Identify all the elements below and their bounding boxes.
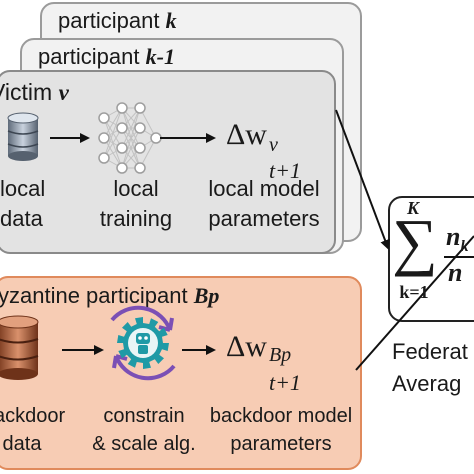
neural-network-icon bbox=[103, 107, 157, 169]
backdoor-database-icon bbox=[0, 315, 39, 380]
sum-lower-limit: k=1 bbox=[399, 282, 429, 302]
aggregation-box bbox=[388, 196, 474, 322]
nn-node bbox=[98, 132, 110, 144]
victim-label: Victim v bbox=[0, 79, 69, 105]
sum-symbol: ∑ bbox=[392, 206, 438, 277]
nn-node bbox=[134, 122, 146, 134]
arrow-byzantine-to-aggregation bbox=[355, 235, 474, 371]
nn-node bbox=[116, 102, 128, 114]
participant-k-label: participant k bbox=[58, 8, 177, 33]
nn-node bbox=[134, 142, 146, 154]
nn-node bbox=[150, 132, 162, 144]
nn-node bbox=[116, 122, 128, 134]
constrain-scale-label: constrain& scale alg. bbox=[92, 405, 196, 455]
fraction-denominator: n bbox=[448, 258, 463, 287]
participant-k-1-label: participant k-1 bbox=[38, 44, 175, 69]
arrow-victim-to-aggregation bbox=[335, 109, 390, 250]
database-icon bbox=[7, 112, 39, 161]
gear-cycle-icon bbox=[110, 305, 176, 381]
nn-node bbox=[134, 162, 146, 174]
byzantine-update-formula: Δw Bp t+1 bbox=[226, 330, 301, 395]
victim-update-formula: Δw v t+1 bbox=[226, 118, 301, 183]
fraction-bar bbox=[444, 256, 474, 258]
nn-node bbox=[116, 142, 128, 154]
nn-node bbox=[134, 102, 146, 114]
nn-node bbox=[98, 112, 110, 124]
byzantine-card bbox=[0, 276, 362, 470]
victim-card bbox=[0, 70, 336, 254]
fraction-numerator: nk bbox=[446, 222, 469, 256]
nn-node bbox=[98, 152, 110, 164]
nn-node bbox=[116, 162, 128, 174]
sum-upper-limit: K bbox=[406, 198, 419, 218]
byzantine-label: yzantine participant Bp bbox=[0, 283, 220, 308]
